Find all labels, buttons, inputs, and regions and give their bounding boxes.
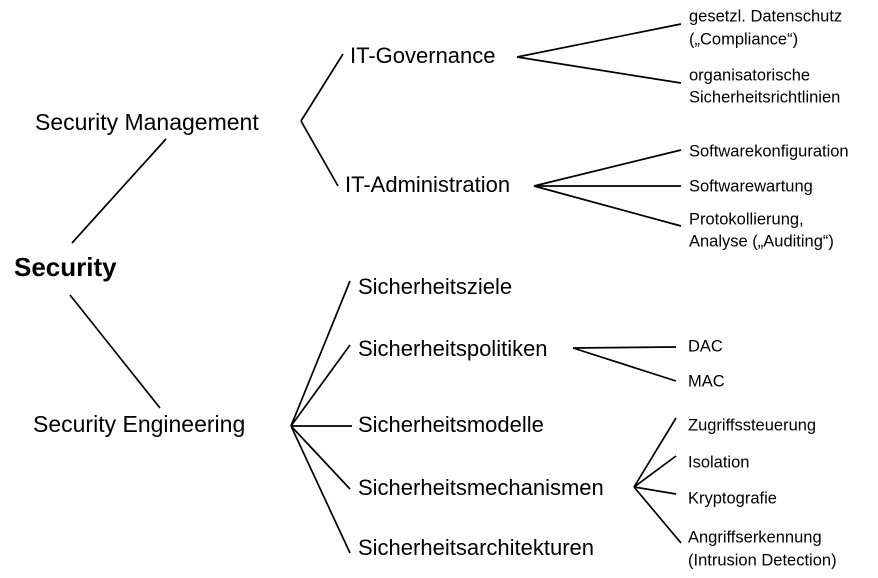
node-sicherheitsmodelle: Sicherheitsmodelle xyxy=(358,412,544,437)
edge-administration-to-leaf-3 xyxy=(533,185,682,227)
edge-management-to-it-governance xyxy=(300,53,344,122)
node-security-engineering: Security Engineering xyxy=(33,411,245,437)
node-it-governance: IT-Governance xyxy=(350,43,496,68)
leaf-protokollierung-line1: Protokollierung, xyxy=(689,210,804,228)
edge-group-it-administration xyxy=(533,149,682,227)
edge-root-to-security-engineering xyxy=(69,294,161,409)
edge-engineering-to-sicherheitsmechanismen xyxy=(290,425,351,490)
leaf-protokollierung-line2: Analyse („Auditing“) xyxy=(689,232,834,250)
leaf-mac: MAC xyxy=(688,372,725,390)
leaf-angriffserkennung-line2: (Intrusion Detection) xyxy=(688,551,837,569)
node-sicherheitsziele: Sicherheitsziele xyxy=(358,274,512,299)
node-sicherheitspolitiken: Sicherheitspolitiken xyxy=(358,336,548,361)
edge-group-security-engineering xyxy=(290,280,352,554)
edge-group-sicherheitspolitiken xyxy=(572,346,677,382)
leaf-organisatorische-sicherheitsrichtlinien-line1: organisatorische xyxy=(689,66,810,84)
node-root-security: Security xyxy=(14,252,117,282)
edge-mechanismen-to-zugriffssteuerung xyxy=(633,417,677,488)
node-security-management: Security Management xyxy=(35,109,259,135)
node-sicherheitsarchitekturen: Sicherheitsarchitekturen xyxy=(358,535,594,560)
node-sicherheitsmechanismen: Sicherheitsmechanismen xyxy=(358,475,604,500)
leaf-dac: DAC xyxy=(688,337,723,355)
edge-mechanismen-to-isolation xyxy=(633,455,677,488)
edge-group-sicherheitsmechanismen xyxy=(633,417,682,544)
edge-administration-to-leaf-1 xyxy=(533,149,682,187)
edge-management-to-it-administration xyxy=(300,120,339,187)
edge-politiken-to-mac xyxy=(572,347,677,382)
leaf-softwarekonfiguration: Softwarekonfiguration xyxy=(689,142,849,160)
leaf-isolation: Isolation xyxy=(688,453,749,471)
edge-governance-to-leaf-2 xyxy=(516,56,682,84)
leaf-zugriffssteuerung: Zugriffssteuerung xyxy=(688,416,816,434)
leaf-angriffserkennung-line1: Angriffserkennung xyxy=(688,528,822,546)
leaf-softwarewartung: Softwarewartung xyxy=(689,177,813,195)
edge-group-it-governance xyxy=(516,23,682,84)
edge-engineering-to-sicherheitsarchitekturen xyxy=(290,425,351,554)
edge-root-to-security-management xyxy=(71,138,167,244)
edge-mechanismen-to-kryptografie xyxy=(633,486,677,495)
edge-mechanismen-to-angriffserkennung xyxy=(633,486,682,544)
edge-politiken-to-dac xyxy=(572,346,677,349)
node-it-administration: IT-Administration xyxy=(345,172,510,197)
leaf-organisatorische-sicherheitsrichtlinien-line2: Sicherheitsrichtlinien xyxy=(689,88,840,106)
edge-engineering-to-sicherheitsziele xyxy=(290,280,351,427)
leaf-gesetzl-datenschutz-line1: gesetzl. Datenschutz xyxy=(689,7,842,25)
edge-group-security-management xyxy=(300,53,344,187)
leaf-gesetzl-datenschutz-line2: („Compliance“) xyxy=(689,30,798,48)
edge-group-root xyxy=(69,138,167,409)
leaf-kryptografie: Kryptografie xyxy=(688,489,777,507)
edge-governance-to-leaf-1 xyxy=(516,23,682,58)
edge-engineering-to-sicherheitspolitiken xyxy=(290,344,351,427)
